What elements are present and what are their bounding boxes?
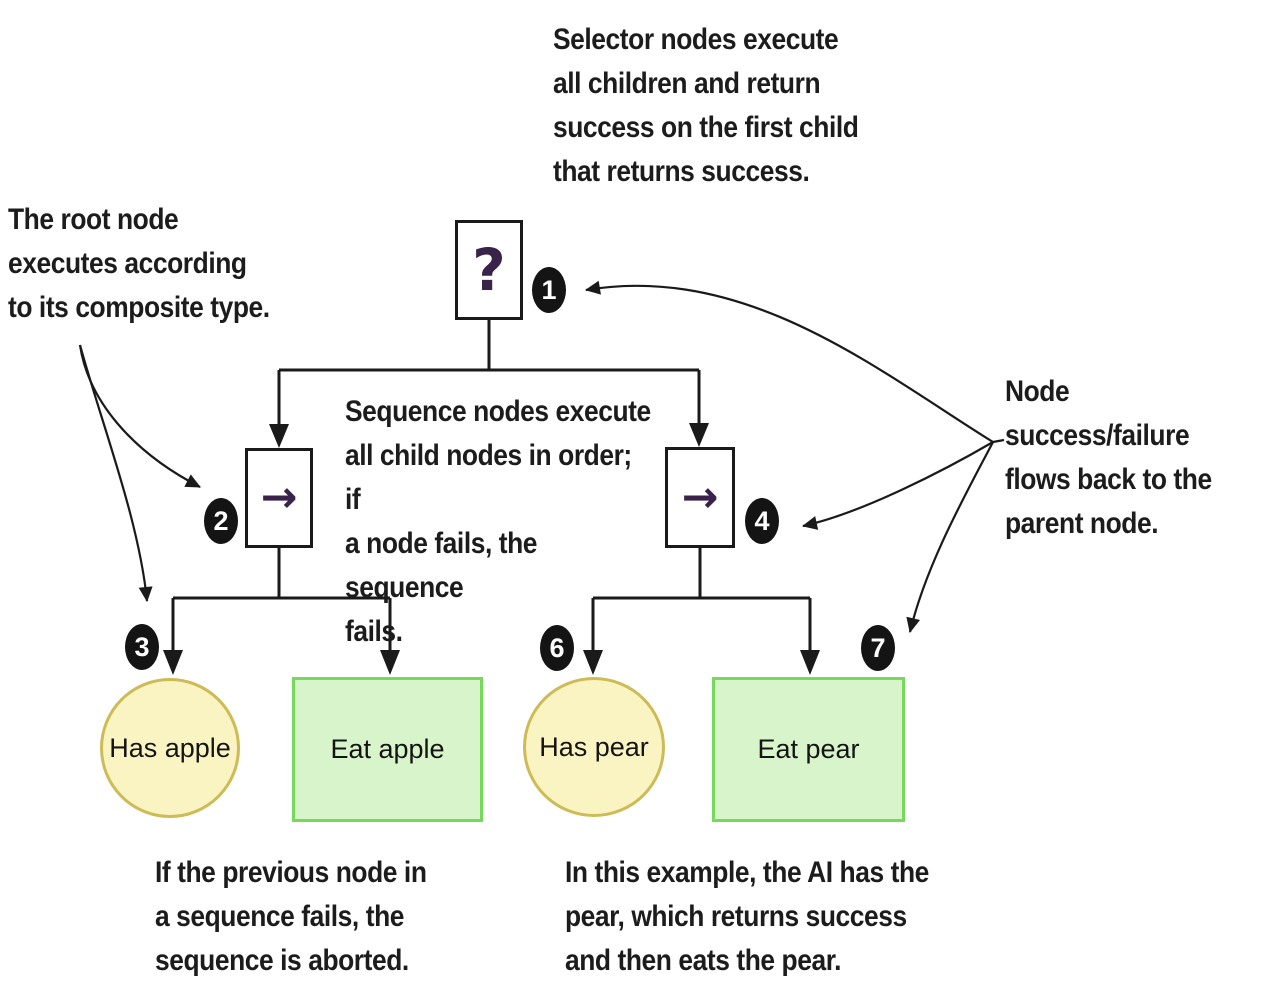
node-sequence-left: → [245,448,313,548]
arrowhead-to-seq-right [689,423,709,447]
leaf-eat-apple: Eat apple [292,677,483,822]
leaf-label: Eat apple [330,734,445,764]
curve-rightnote-to-badge7 [906,441,994,633]
note-root-explanation: The root node executes according to its … [8,203,270,324]
root-branch-line [277,320,701,426]
tree-arrowheads [163,423,820,675]
tree-connectors [171,320,812,651]
arrowhead-to-has-apple [163,650,183,675]
selector-question-glyph: ? [472,236,506,304]
note-selector-explanation: Selector nodes execute all children and … [553,23,859,188]
leaf-label: Has pear [539,731,649,762]
sequence-arrow-glyph: → [260,472,298,523]
note-flowback-explanation: Node success/failure flows back to the p… [1005,375,1212,540]
curve-rightnote-to-badge1 [585,280,994,443]
note-sequence-explanation: Sequence nodes execute all child nodes i… [345,395,651,648]
note-example-explanation: In this example, the AI has the pear, wh… [565,856,929,977]
right-sequence-branch-line [591,548,812,651]
sequence-arrow-glyph: → [681,471,719,523]
arrowhead-to-eat-pear [800,650,820,675]
leaf-label: Eat pear [757,734,860,764]
arrowhead-to-seq-left [269,424,289,448]
note-abort-explanation: If the previous node in a sequence fails… [155,856,427,977]
leaf-has-apple: Has apple [100,678,240,818]
curve-rightnote-to-badge4 [802,441,994,530]
badge-4: 4 [745,498,779,544]
arrowhead-to-has-pear [583,650,603,675]
badge-7: 7 [861,625,895,671]
leaf-eat-pear: Eat pear [712,677,905,822]
badge-6: 6 [540,625,574,671]
node-root-selector: ? [455,220,523,320]
node-sequence-right: → [665,447,735,548]
curve-leftnote-to-badge2 [78,344,201,488]
arrowhead-to-eat-apple [380,650,400,675]
leaf-label: Has apple [109,732,231,763]
curve-leftnote-to-badge3 [78,344,153,602]
leaf-has-pear: Has pear [523,677,665,817]
badge-2: 2 [204,498,238,544]
badge-3: 3 [125,624,159,670]
annotation-arrows [78,280,1005,633]
left-sequence-branch-line [171,548,392,651]
rightnote-tick [992,438,1005,444]
badge-1: 1 [532,267,566,313]
